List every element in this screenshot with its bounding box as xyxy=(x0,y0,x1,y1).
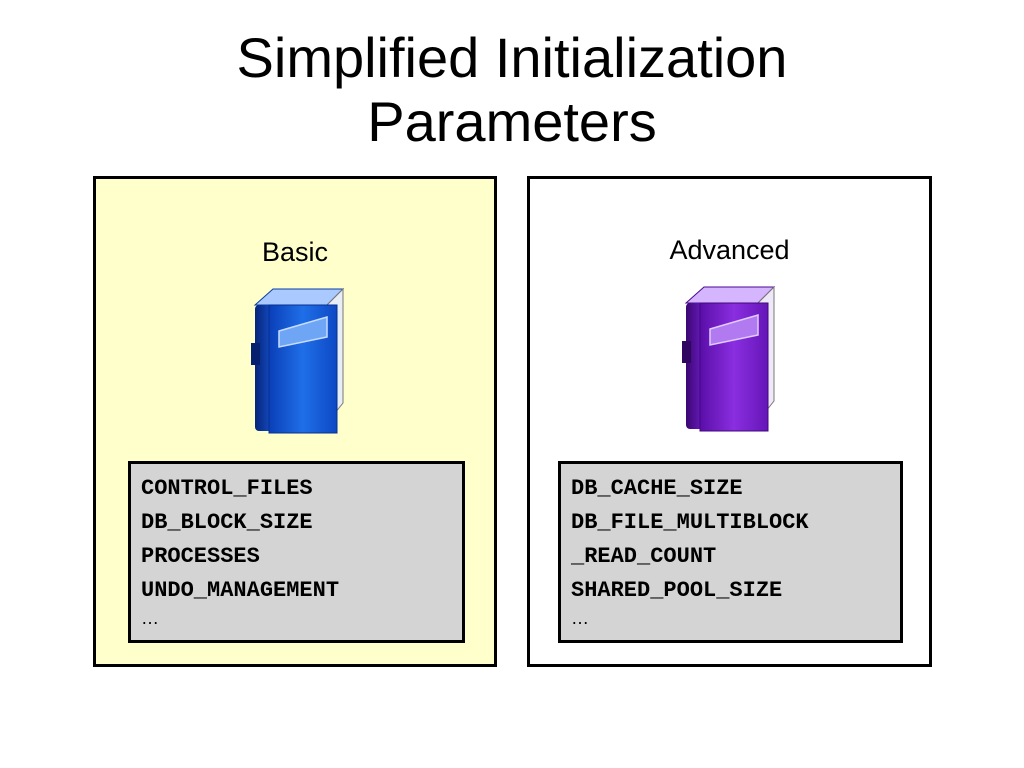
advanced-param-db-cache-size: DB_CACHE_SIZE xyxy=(571,476,743,501)
advanced-label: Advanced xyxy=(669,235,790,265)
advanced-panel: Advanced DB_CACHE_SIZE DB_FILE_MULTIBLOC… xyxy=(527,176,932,667)
basic-label: Basic xyxy=(261,237,329,267)
advanced-param-db-file-multiblock: DB_FILE_MULTIBLOCK xyxy=(571,510,809,535)
basic-panel: Basic CONTROL_FILES DB_BLOCK_SIZE PROCES… xyxy=(93,176,497,667)
blue-book-icon xyxy=(251,287,345,434)
advanced-params-box: DB_CACHE_SIZE DB_FILE_MULTIBLOCK _READ_C… xyxy=(558,461,903,643)
basic-param-undo-management: UNDO_MANAGEMENT xyxy=(141,578,340,603)
basic-param-processes: PROCESSES xyxy=(141,544,260,569)
slide-title: Simplified Initialization Parameters xyxy=(0,26,1024,154)
basic-param-control-files: CONTROL_FILES xyxy=(141,476,313,501)
slide-title-line-1: Simplified Initialization xyxy=(236,26,788,89)
advanced-params-more: … xyxy=(571,608,589,628)
basic-params-more: … xyxy=(141,608,159,628)
purple-book-icon xyxy=(682,285,776,432)
advanced-param-read-count: _READ_COUNT xyxy=(571,544,717,569)
basic-params-box: CONTROL_FILES DB_BLOCK_SIZE PROCESSES UN… xyxy=(128,461,465,643)
basic-param-db-block-size: DB_BLOCK_SIZE xyxy=(141,510,313,535)
slide-title-line-2: Parameters xyxy=(367,90,657,153)
advanced-param-shared-pool-size: SHARED_POOL_SIZE xyxy=(571,578,783,603)
